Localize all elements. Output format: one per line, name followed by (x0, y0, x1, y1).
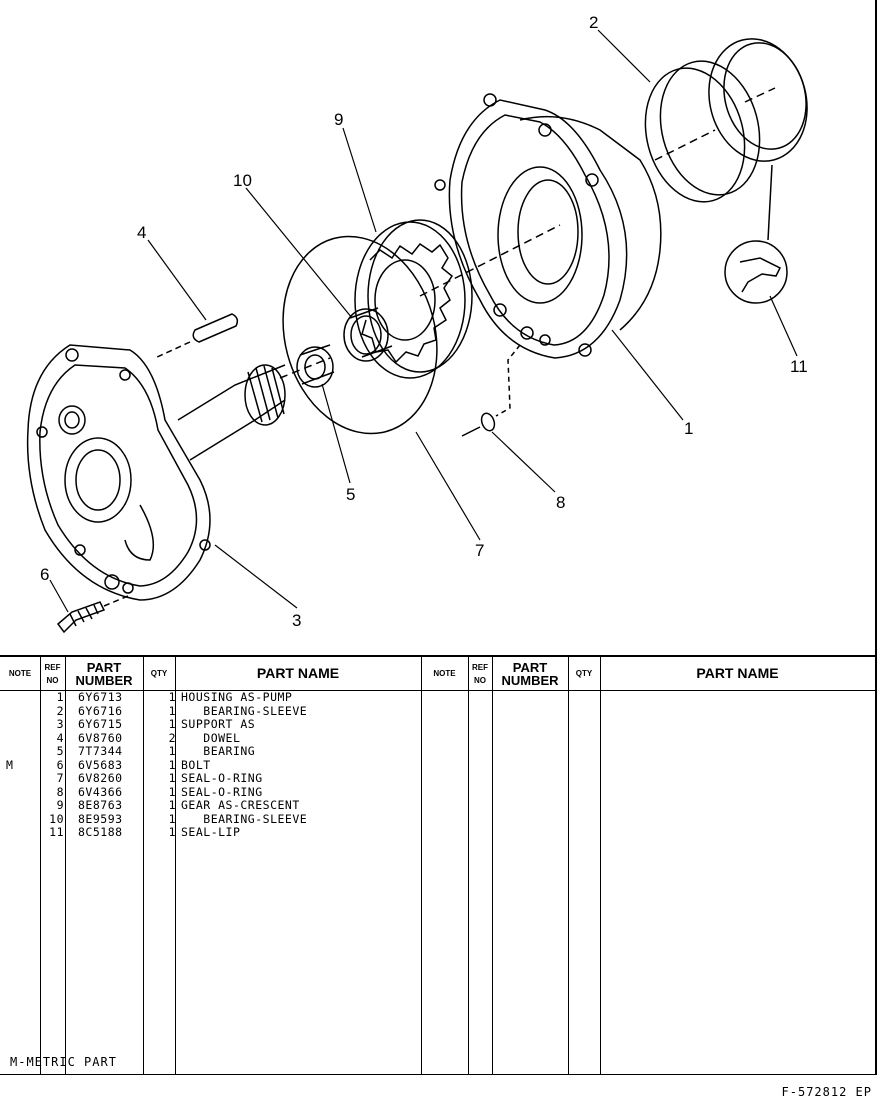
table-row: M 6 6V5683 1 BOLT (0, 757, 430, 773)
dowel-drawing (154, 313, 239, 359)
header-ref-no-right: REF NO (472, 662, 488, 685)
pump-housing-drawing (434, 93, 662, 359)
part-name-cell: SEAL-O-RING (181, 784, 263, 799)
callout-8: 8 (556, 493, 565, 512)
part-number-cell: 8E8763 (78, 798, 123, 812)
ref-no-cell: 3 (56, 717, 64, 731)
parts-table: NOTE REF NO PART NUMBER QTY PART NAME NO… (0, 655, 877, 1075)
gear-crescent-drawing (354, 219, 473, 379)
part-number-cell: 6V5683 (78, 757, 123, 772)
note-cell: M (6, 757, 14, 772)
ref-no-cell: 7 (56, 771, 64, 785)
lip-seal-drawing (708, 38, 808, 304)
bolt-drawing (56, 595, 129, 634)
qty-cell: 1 (168, 744, 176, 758)
header-qty-right: QTY (575, 669, 593, 678)
exploded-parts-diagram: 1 2 3 4 5 6 7 8 9 10 11 (26, 0, 877, 655)
callout-7: 7 (475, 541, 484, 560)
footnote: M-METRIC PART (10, 1055, 117, 1069)
callout-1: 1 (684, 419, 693, 438)
part-name-cell: DOWEL (181, 730, 241, 745)
part-number-cell: 6Y6716 (78, 703, 123, 718)
header-note: NOTE (8, 669, 32, 678)
support-assembly-drawing (26, 344, 286, 601)
header-part-name-right: PART NAME (696, 665, 779, 681)
table-row: 8 6V4366 1 SEAL-O-RING (0, 784, 430, 800)
qty-cell: 1 (168, 784, 176, 799)
callout-leaders (49, 29, 798, 613)
ref-no-cell: 6 (56, 757, 64, 772)
qty-cell: 1 (168, 811, 176, 826)
callout-11: 11 (790, 357, 808, 376)
callout-3: 3 (292, 611, 301, 630)
part-number-cell: 6V4366 (78, 784, 123, 799)
ref-no-cell: 8 (56, 784, 64, 799)
qty-cell: 1 (168, 798, 176, 812)
table-row: 1 6Y6713 1 HOUSING AS-PUMP (0, 690, 430, 705)
part-name-cell: SEAL-O-RING (181, 771, 263, 785)
callout-2: 2 (589, 13, 598, 32)
bearing-sleeve-ring-drawing (644, 60, 761, 203)
header-part-number: PART NUMBER (75, 659, 133, 688)
callout-9: 9 (334, 110, 343, 129)
bearing-sleeve-drawing (343, 307, 393, 362)
part-name-cell: BEARING (181, 744, 256, 758)
qty-cell: 1 (168, 771, 176, 785)
parts-list: 1 6Y6713 1 HOUSING AS-PUMP 2 6Y6716 1 BEARING-… (0, 690, 430, 840)
table-row: 5 7T7344 1 BEARING (0, 744, 430, 759)
part-name-cell: SUPPORT AS (181, 717, 256, 731)
ref-no-cell: 9 (56, 798, 64, 812)
table-row: 2 6Y6716 1 BEARING-SLEEVE (0, 703, 430, 719)
part-number-cell: 6V8260 (78, 771, 123, 785)
callout-5: 5 (346, 485, 355, 504)
callout-10: 10 (233, 171, 252, 190)
part-number-cell: 8C5188 (78, 825, 123, 839)
ref-no-cell: 10 (49, 811, 64, 826)
qty-cell: 1 (168, 757, 176, 772)
callout-6: 6 (40, 565, 49, 584)
part-name-cell: BOLT (181, 757, 211, 772)
part-name-cell: GEAR AS-CRESCENT (181, 798, 300, 812)
part-number-cell: 8E9593 (78, 811, 123, 826)
ref-no-cell: 4 (56, 730, 64, 745)
part-number-cell: 6Y6715 (78, 717, 123, 731)
ref-no-cell: 2 (56, 703, 64, 718)
header-part-number-right: PART NUMBER (501, 659, 559, 688)
table-row: 7 6V8260 1 SEAL-O-RING (0, 771, 430, 786)
callout-4: 4 (137, 223, 146, 242)
header-qty: QTY (150, 669, 168, 678)
figure-number: F-572812 EP (781, 1085, 872, 1099)
part-number-cell: 6V8760 (78, 730, 123, 745)
header-note-right: NOTE (433, 669, 456, 678)
part-name-cell: HOUSING AS-PUMP (181, 690, 293, 704)
qty-cell: 2 (168, 730, 176, 745)
ref-no-cell: 1 (56, 690, 64, 704)
header-ref-no: REF NO (44, 662, 61, 685)
ref-no-cell: 11 (49, 825, 64, 839)
small-o-ring-drawing (461, 344, 521, 437)
qty-cell: 1 (168, 690, 176, 704)
qty-cell: 1 (168, 703, 176, 718)
qty-cell: 1 (168, 717, 176, 731)
table-row: 9 8E8763 1 GEAR AS-CRESCENT (0, 798, 430, 813)
table-row: 11 8C5188 1 SEAL-LIP (0, 825, 430, 840)
part-name-cell: SEAL-LIP (181, 825, 241, 839)
header-part-name: PART NAME (256, 665, 340, 681)
qty-cell: 1 (168, 825, 176, 839)
table-row: 3 6Y6715 1 SUPPORT AS (0, 717, 430, 732)
table-row: 10 8E9593 1 BEARING-SLEEVE (0, 811, 430, 827)
ref-no-cell: 5 (56, 744, 64, 758)
table-row: 4 6V8760 2 DOWEL (0, 730, 430, 746)
part-name-cell: BEARING-SLEEVE (181, 703, 308, 718)
part-number-cell: 7T7344 (78, 744, 123, 758)
part-name-cell: BEARING-SLEEVE (181, 811, 308, 826)
bearing-drawing (296, 344, 335, 388)
part-number-cell: 6Y6713 (78, 690, 123, 704)
